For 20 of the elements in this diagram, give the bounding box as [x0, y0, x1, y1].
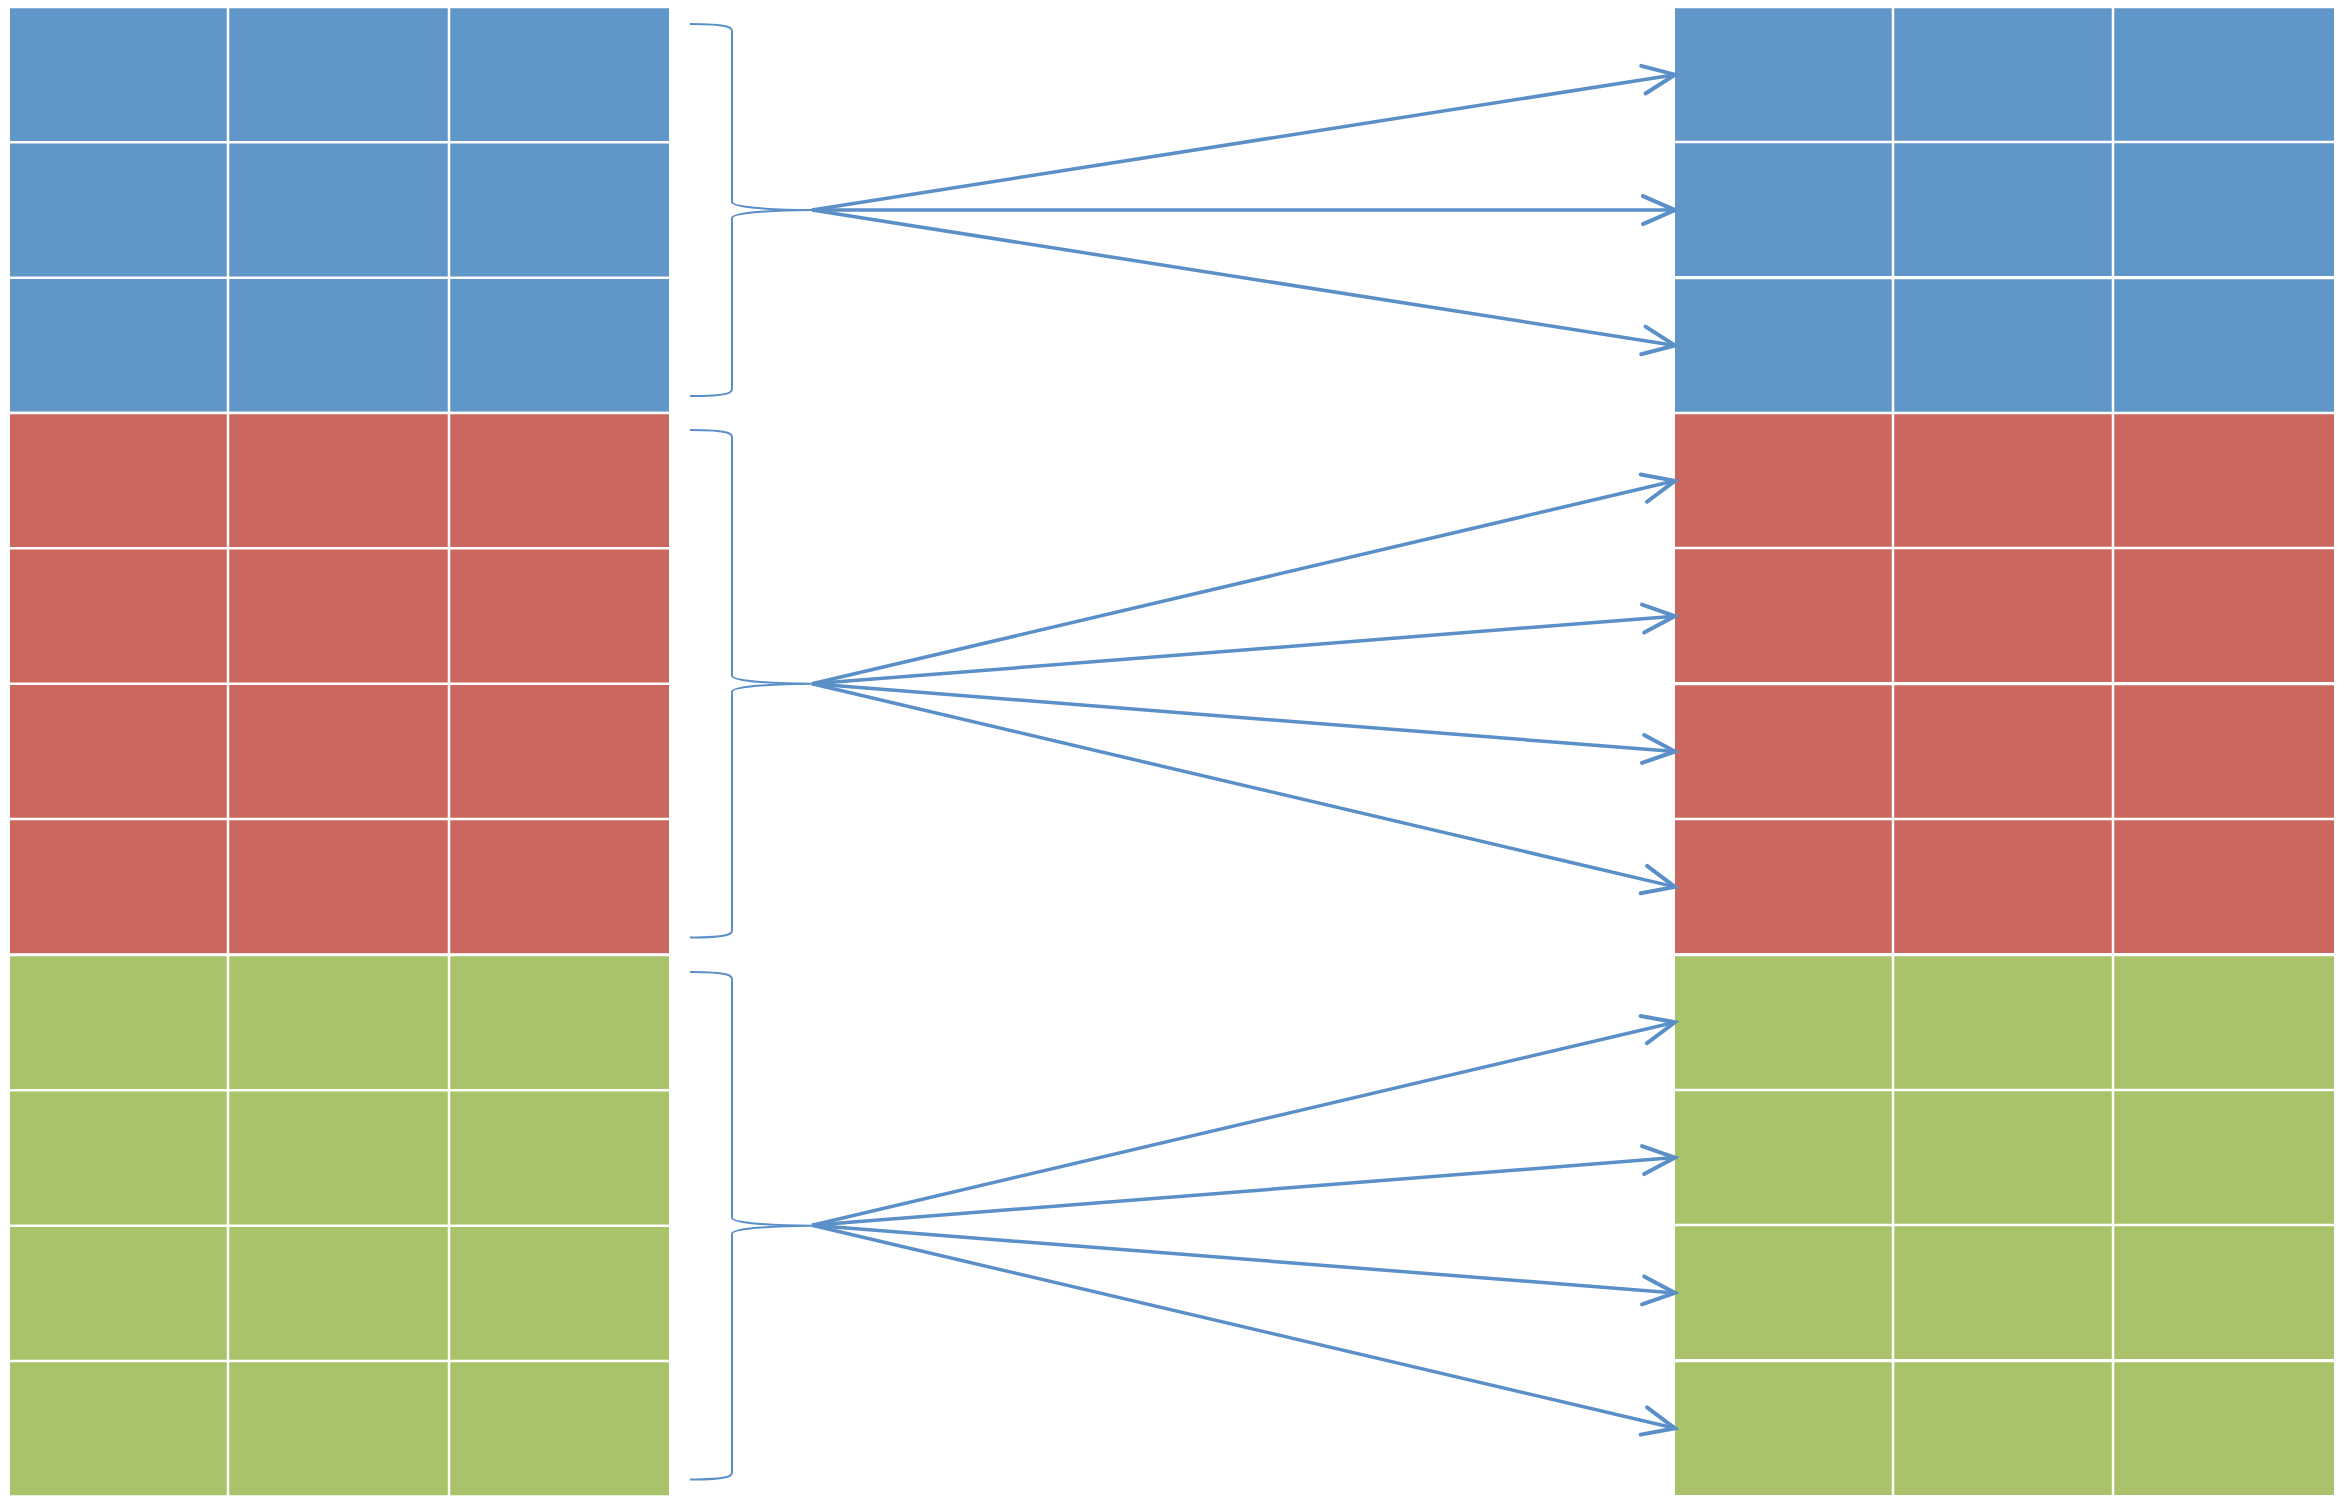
grid-row [1675, 1089, 2334, 1226]
grid-row [1675, 413, 2334, 549]
grid-row [1675, 819, 2334, 955]
grid-block-with-brace [10, 954, 812, 1496]
grid-row [1675, 954, 2334, 1090]
grid-row [1675, 277, 2334, 414]
arrow [811, 1223, 1677, 1437]
grid-row [1675, 1225, 2334, 1361]
arrow [812, 194, 1677, 227]
grid-row [1675, 7, 2334, 143]
grid-row [1675, 1360, 2334, 1496]
grid-row [1675, 683, 2334, 820]
arrow [811, 682, 1677, 896]
grid-row [1675, 142, 2334, 278]
arrow [811, 208, 1677, 357]
grid-block-with-brace [10, 413, 812, 955]
grid-row [1675, 548, 2334, 684]
grid-block-with-brace [10, 7, 812, 414]
arrow [811, 1144, 1677, 1227]
arrow [811, 682, 1677, 765]
